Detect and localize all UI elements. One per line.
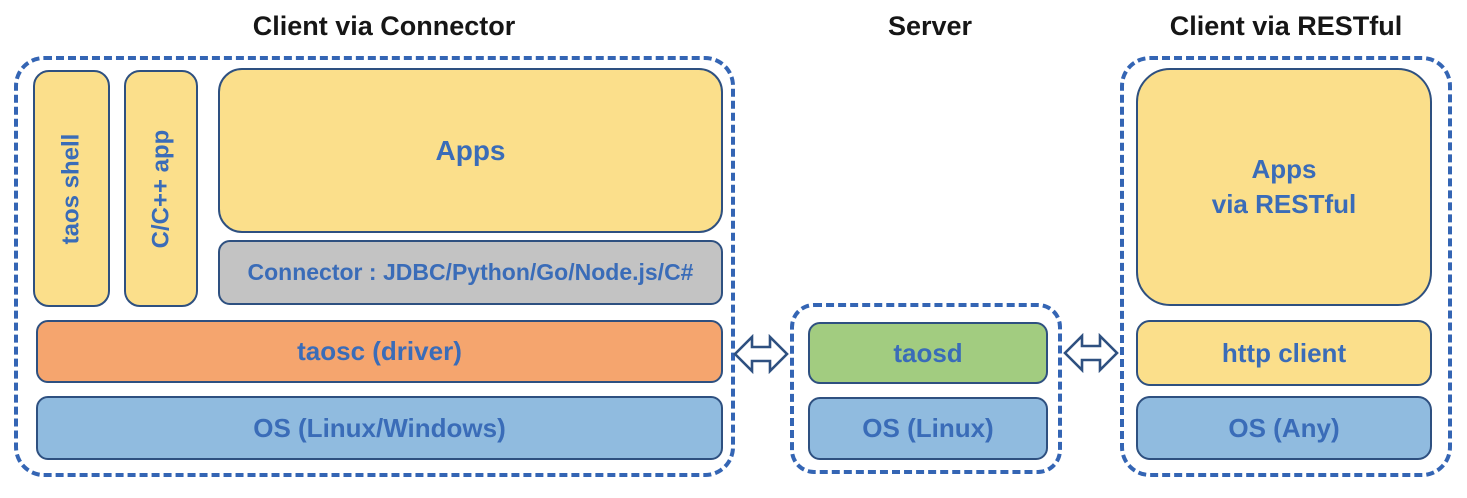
os-linux-windows-label: OS (Linux/Windows) [253, 412, 506, 443]
taosd-box: taosd [808, 322, 1048, 384]
cpp-app-box: C/C++ app [124, 70, 198, 307]
os-linux-windows-box: OS (Linux/Windows) [36, 396, 723, 460]
apps-label: Apps [435, 134, 506, 166]
double-arrow-icon [733, 334, 789, 374]
client-connector-title: Client via Connector [252, 11, 516, 41]
taosc-driver-label: taosc (driver) [297, 336, 462, 366]
os-any-label: OS (Any) [1228, 412, 1340, 443]
apps-via-restful-label: Apps via RESTful [1211, 153, 1357, 219]
taos-shell-label: taos shell [57, 133, 85, 244]
apps-via-restful-box: Apps via RESTful [1136, 68, 1432, 306]
os-any-box: OS (Any) [1136, 396, 1432, 460]
http-client-label: http client [1221, 337, 1347, 368]
client-restful-title: Client via RESTful [1169, 11, 1403, 41]
client-connector-group-border [14, 56, 735, 477]
double-arrow-icon [1063, 333, 1119, 373]
connector-box: Connector : JDBC/Python/Go/Node.js/C# [218, 240, 723, 305]
cpp-app-label: C/C++ app [147, 129, 175, 248]
taosc-driver-box: taosc (driver) [36, 320, 723, 383]
taos-shell-box: taos shell [33, 70, 110, 307]
server-group-border [790, 303, 1062, 474]
http-client-box: http client [1136, 320, 1432, 386]
taosd-label: taosd [893, 337, 963, 368]
server-os-linux-box: OS (Linux) [808, 397, 1048, 460]
server-os-linux-label: OS (Linux) [862, 413, 994, 443]
client-restful-group-border [1120, 56, 1452, 477]
apps-box: Apps [218, 68, 723, 233]
server-title: Server [887, 11, 973, 41]
connector-label: Connector : JDBC/Python/Go/Node.js/C# [247, 259, 694, 285]
